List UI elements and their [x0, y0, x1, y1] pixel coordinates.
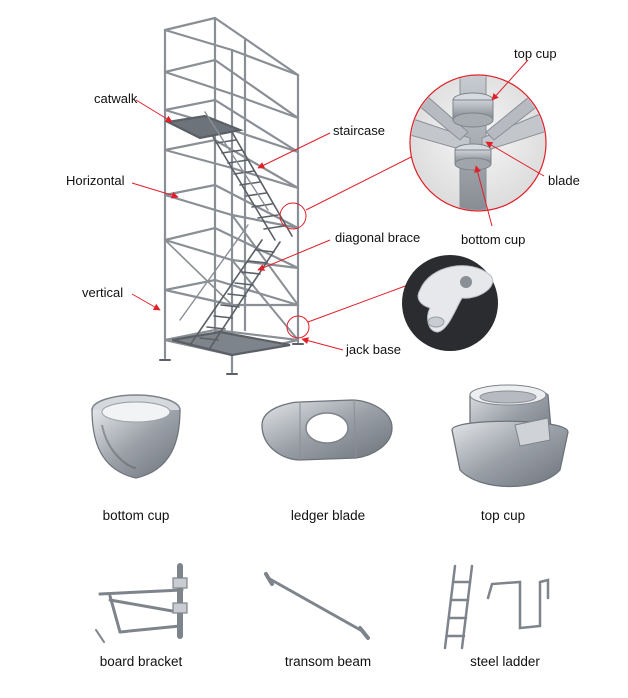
top-cup-icon	[452, 385, 568, 487]
diagonal-brace-label: diagonal brace	[335, 230, 420, 245]
jack-base-label: jack base	[346, 342, 401, 357]
blade-detail-label: blade	[548, 173, 580, 188]
scaffold-tower	[160, 18, 303, 374]
ledger-blade-zoom	[402, 255, 498, 351]
catwalk-label: catwalk	[94, 91, 137, 106]
zoom-connector-line	[306, 150, 425, 210]
board-bracket-icon	[96, 566, 187, 642]
staircase-label: staircase	[333, 123, 385, 138]
part-caption: transom beam	[266, 654, 390, 669]
top-cup-detail-label: top cup	[514, 46, 557, 61]
part-caption: top cup	[453, 508, 553, 523]
cuplock-joint-zoom	[410, 60, 550, 230]
part-caption: bottom cup	[86, 508, 186, 523]
part-caption: steel ladder	[453, 654, 557, 669]
transom-beam-icon	[266, 574, 368, 638]
zoom-connector-line	[308, 285, 408, 322]
vertical-label: vertical	[82, 285, 123, 300]
part-caption: ledger blade	[268, 508, 388, 523]
steel-ladder-icon	[445, 566, 548, 648]
horizontal-label: Horizontal	[66, 173, 125, 188]
bottom-cup-icon	[92, 395, 180, 478]
part-caption: board bracket	[86, 654, 196, 669]
ledger-blade-icon	[262, 400, 392, 460]
bottom-cup-detail-label: bottom cup	[461, 232, 525, 247]
